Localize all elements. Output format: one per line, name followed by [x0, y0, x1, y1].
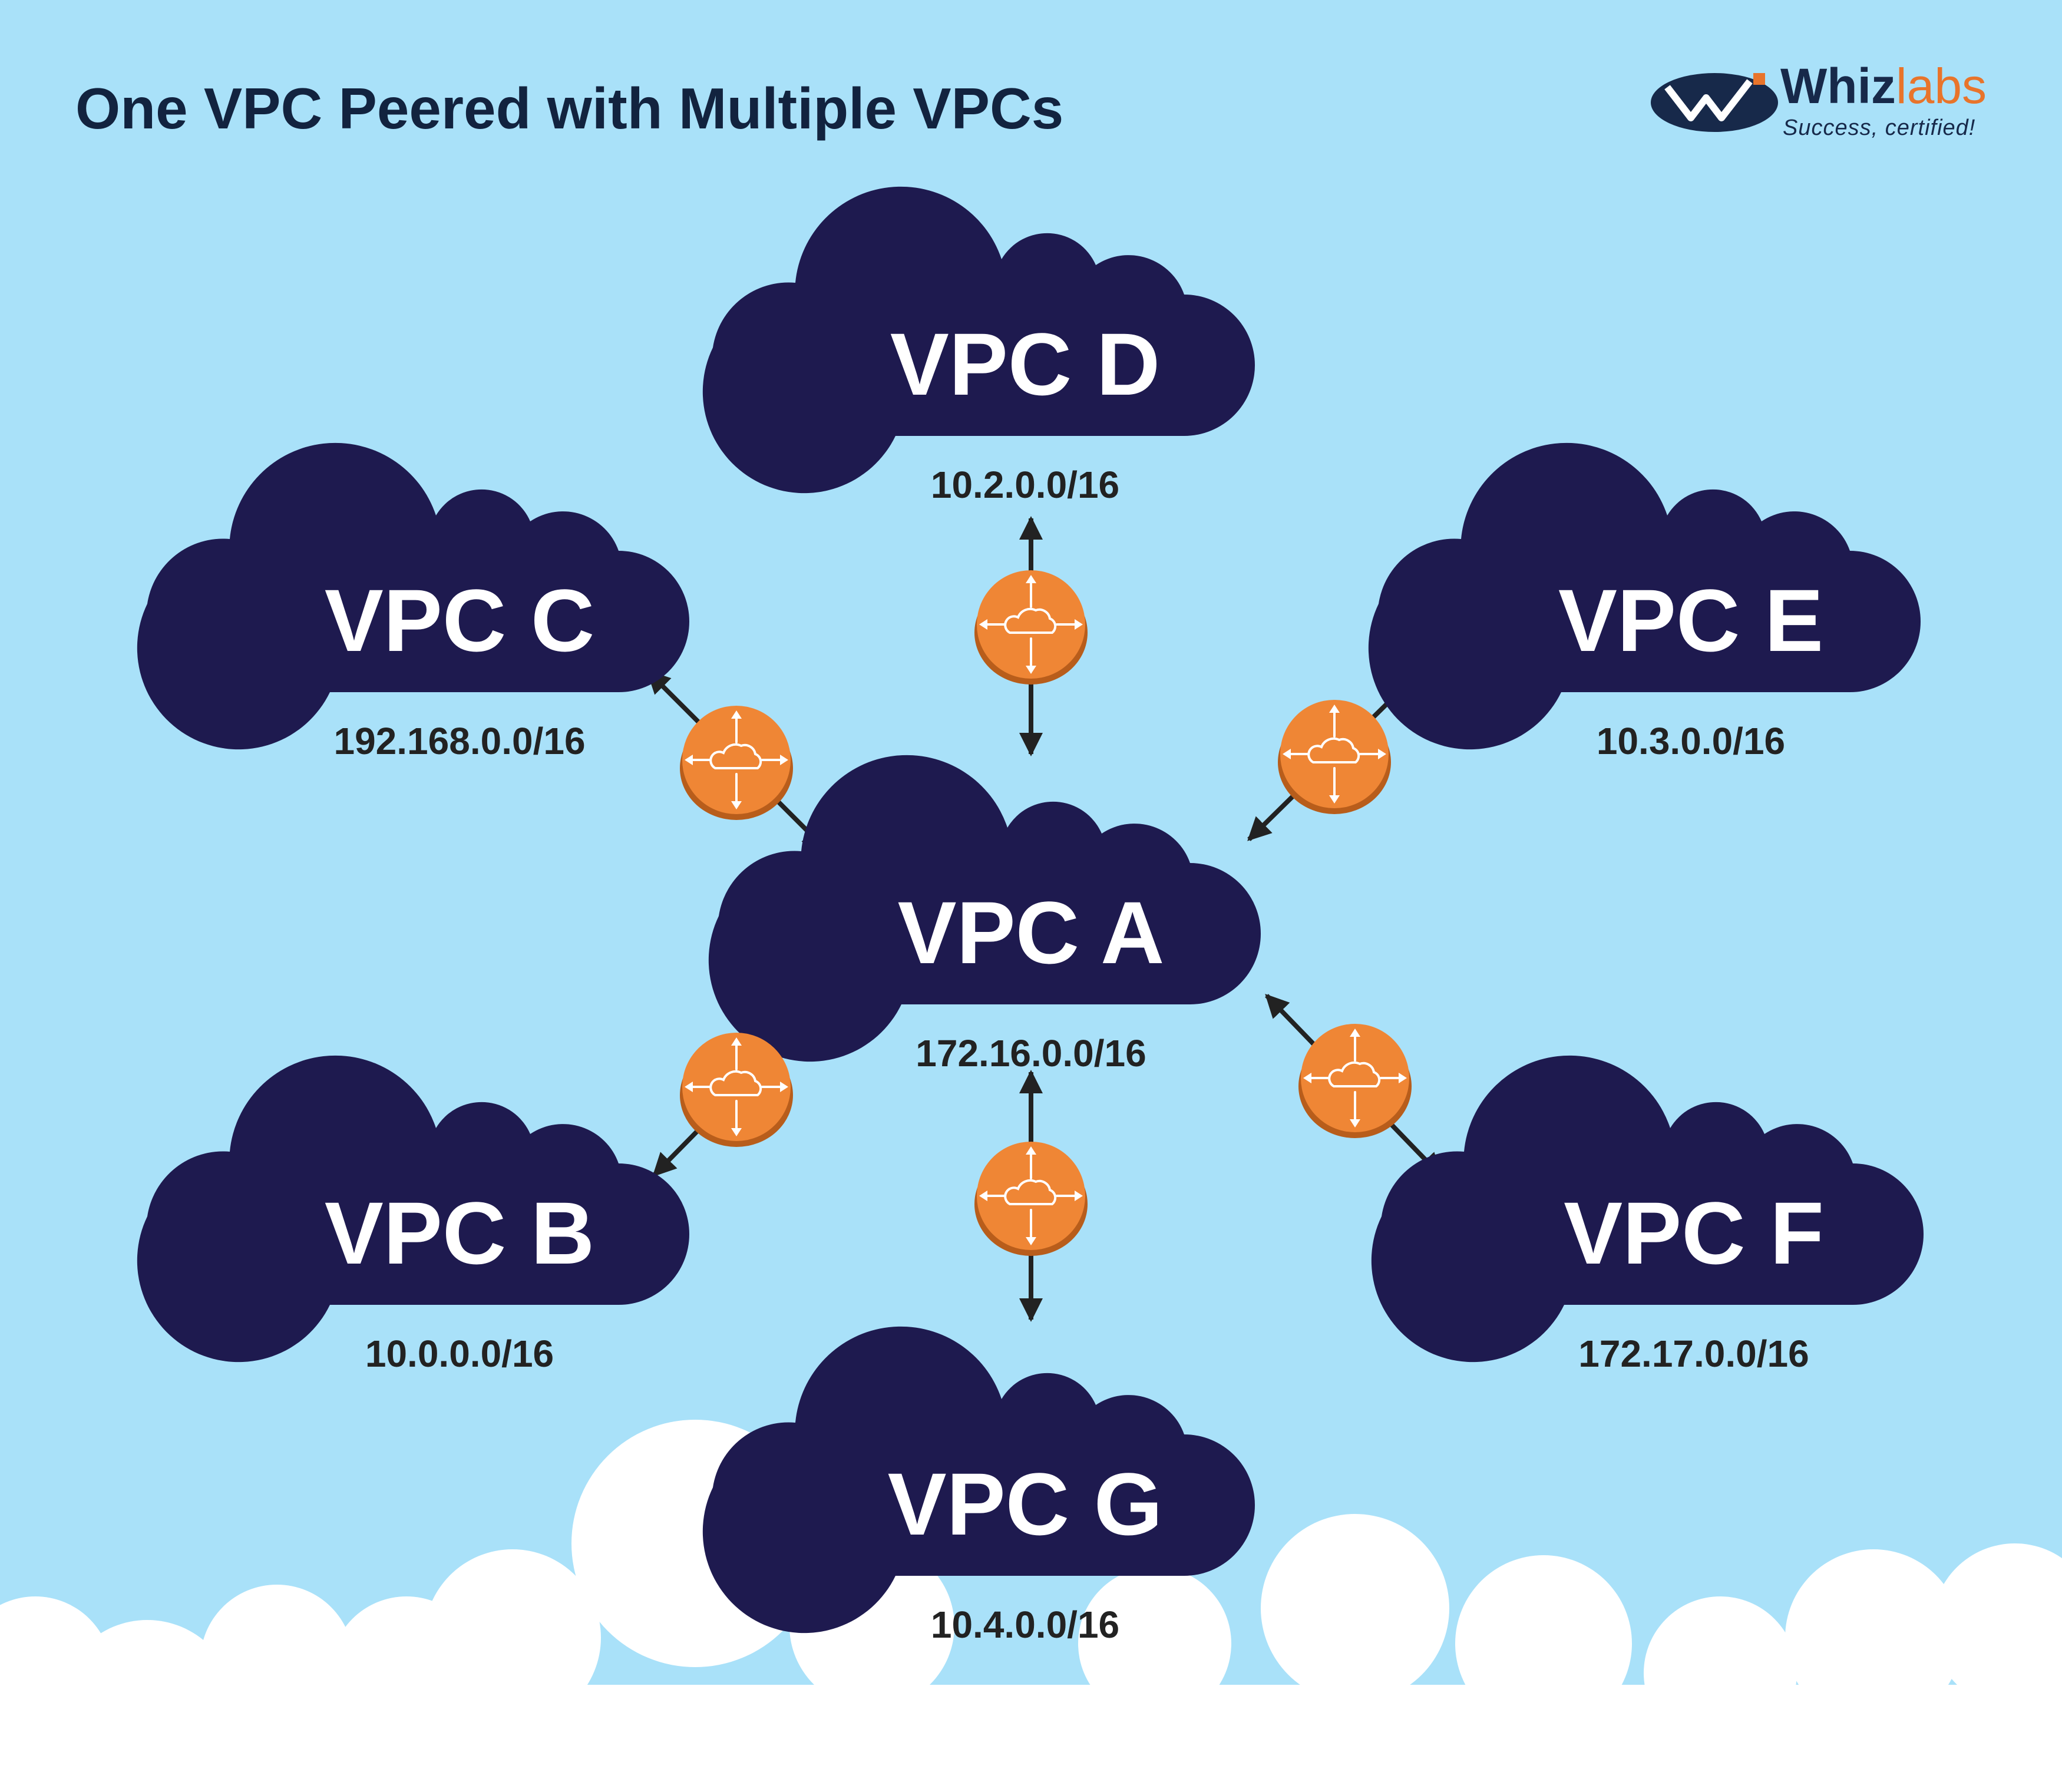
vpc-node-f: VPC F 172.17.0.0/16: [1371, 1055, 1924, 1375]
vpc-node-d: VPC D 10.2.0.0/16: [702, 186, 1255, 506]
vpc-name: VPC F: [1564, 1183, 1824, 1282]
vpc-cidr: 172.16.0.0/16: [916, 1032, 1146, 1074]
vpc-node-c: VPC C 192.168.0.0/16: [137, 442, 690, 762]
vpc-name: VPC C: [325, 571, 594, 670]
vpc-node-a: VPC A 172.16.0.0/16: [708, 755, 1261, 1074]
vpc-peering-icon: [973, 569, 1089, 686]
vpc-cidr: 10.0.0.0/16: [365, 1333, 554, 1375]
logo-brand-part1: Whiz: [1780, 58, 1896, 114]
vpc-cidr: 192.168.0.0/16: [333, 720, 585, 762]
vpc-name: VPC A: [898, 883, 1165, 982]
logo-tagline: Success, certified!: [1783, 115, 1976, 140]
vpc-cidr: 10.3.0.0/16: [1597, 720, 1785, 762]
vpc-node-e: VPC E 10.3.0.0/16: [1368, 442, 1921, 762]
logo-mark-icon: [1651, 73, 1778, 132]
vpc-cidr: 172.17.0.0/16: [1578, 1333, 1809, 1375]
vpc-cidr: 10.2.0.0/16: [931, 464, 1119, 506]
vpc-name: VPC D: [890, 315, 1160, 414]
vpc-name: VPC B: [325, 1183, 594, 1282]
logo-brand-part2: labs: [1895, 58, 1987, 114]
whizlabs-logo: Whizlabs Success, certified!: [1650, 59, 2015, 141]
vpc-peering-icon: [973, 1140, 1089, 1257]
vpc-peering-icon: [1297, 1023, 1413, 1139]
vpc-name: VPC G: [888, 1454, 1163, 1553]
logo-wordmark: Whizlabs: [1780, 61, 1987, 111]
page-title: One VPC Peered with Multiple VPCs: [75, 76, 1064, 141]
vpc-node-b: VPC B 10.0.0.0/16: [137, 1055, 690, 1375]
vpc-node-g: VPC G 10.4.0.0/16: [702, 1326, 1255, 1646]
vpc-name: VPC E: [1558, 571, 1823, 670]
vpc-cidr: 10.4.0.0/16: [931, 1603, 1119, 1646]
background-clouds: [0, 1420, 2062, 1792]
